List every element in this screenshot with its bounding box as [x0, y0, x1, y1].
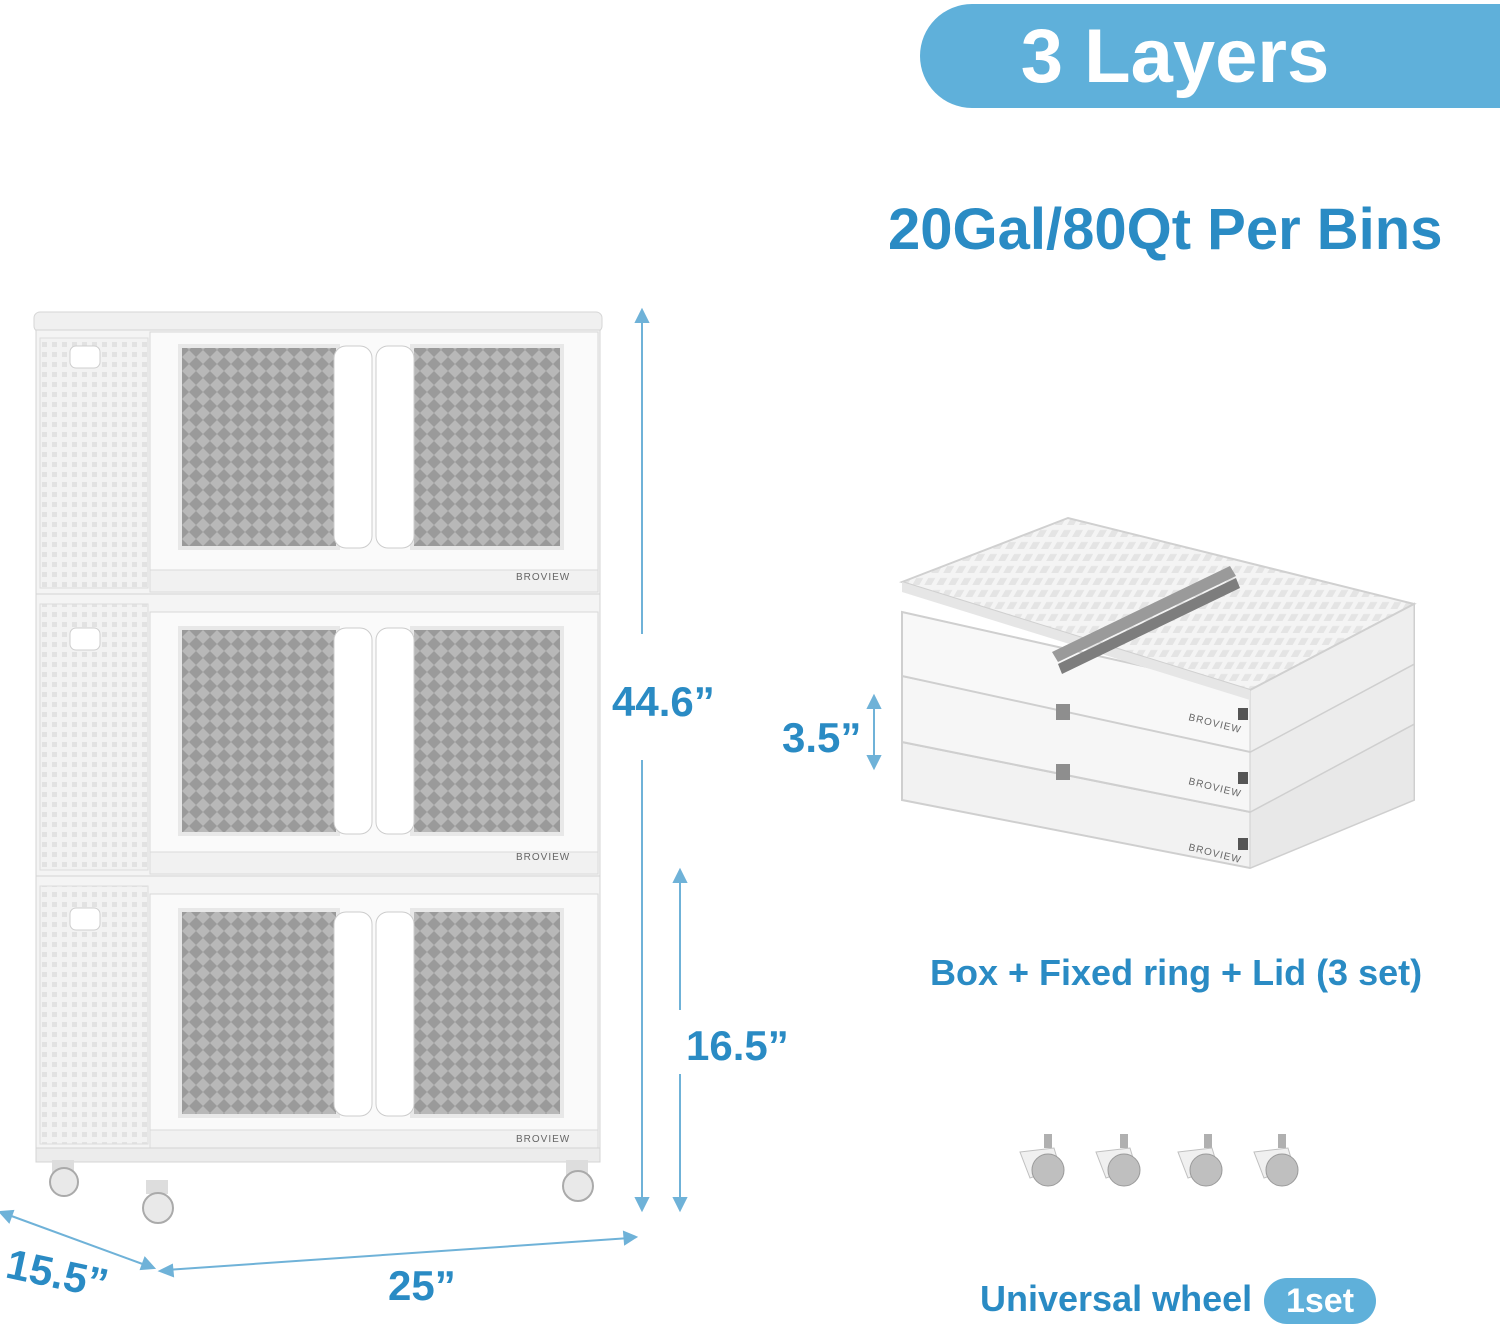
caster-back-left [142, 1180, 174, 1224]
wheel-count-text: 1set [1285, 1281, 1355, 1320]
folded-boxes-caption: Box + Fixed ring + Lid (3 set) [930, 952, 1423, 993]
storage-cabinet [33, 311, 603, 1224]
wheel-caption: Universal wheel [980, 1278, 1253, 1319]
wheel-count-badge: 1set [1264, 1278, 1376, 1324]
wheel-icon [1095, 1134, 1141, 1187]
height-total-label: 44.6” [612, 678, 715, 725]
wheel-icon [1177, 1134, 1223, 1187]
cabinet-tier-2 [35, 593, 601, 879]
brand-label-tier-2: BROVIEW [516, 852, 570, 863]
brand-label-tier-3: BROVIEW [516, 1134, 570, 1145]
capacity-subtitle: 20Gal/80Qt Per Bins [888, 197, 1443, 262]
cabinet-tier-1 [35, 329, 601, 595]
title-banner: 3 Layers [920, 4, 1500, 108]
caster-front-left [49, 1160, 79, 1197]
brand-label-tier-1: BROVIEW [516, 572, 570, 583]
cabinet-tier-3 [35, 875, 601, 1163]
folded-height-label: 3.5” [782, 714, 862, 761]
folded-boxes [898, 516, 1417, 870]
wheel-icon [1019, 1134, 1065, 1187]
height-layer-label: 16.5” [686, 1022, 789, 1069]
dimension-arrows [0, 307, 882, 1278]
wheel-set [1019, 1134, 1299, 1187]
width-label: 25” [388, 1262, 456, 1309]
wheel-icon [1253, 1134, 1299, 1187]
caster-front-right [562, 1160, 594, 1202]
page-title: 3 Layers [1020, 13, 1330, 99]
